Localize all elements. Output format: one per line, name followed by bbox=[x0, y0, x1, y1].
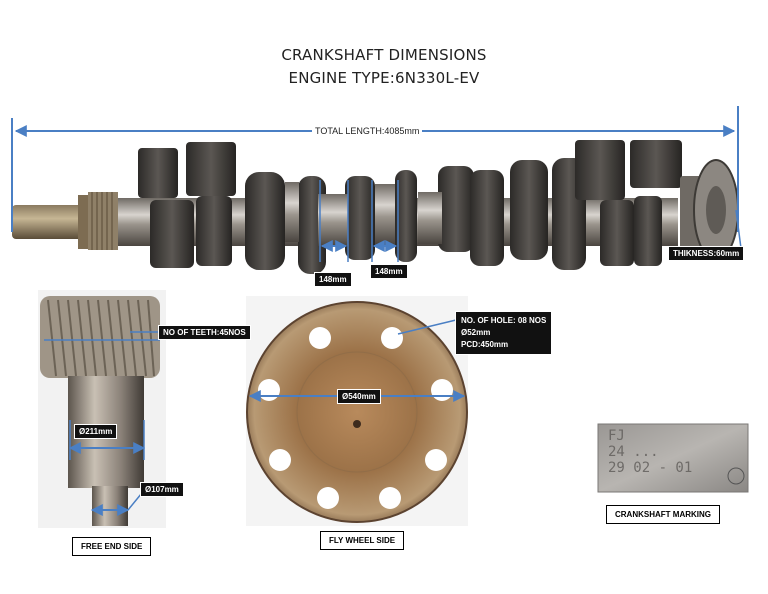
crankshaft-marking-caption: CRANKSHAFT MARKING bbox=[606, 505, 720, 524]
engine-type-subtitle: ENGINE TYPE:6N330L-EV bbox=[288, 69, 480, 87]
journal-width-label-b: 148mm bbox=[370, 264, 408, 279]
free-end-large-diameter-label: Ø211mm bbox=[74, 424, 118, 439]
crankshaft-marking-photo bbox=[597, 423, 749, 493]
gear-teeth-label: NO OF TEETH:45NOS bbox=[158, 325, 251, 340]
holes-pcd: PCD:450mm bbox=[461, 340, 509, 349]
holes-count: NO. OF HOLE: 08 NOS bbox=[461, 316, 547, 325]
page-title: CRANKSHAFT DIMENSIONS bbox=[281, 46, 487, 64]
stamp-line-3: 29 02 - 01 bbox=[608, 460, 693, 476]
total-length-label: TOTAL LENGTH:4085mm bbox=[312, 126, 423, 136]
free-end-side-caption: FREE END SIDE bbox=[72, 537, 152, 556]
journal-width-dimension-b bbox=[371, 180, 399, 262]
holes-diameter: Ø52mm bbox=[461, 328, 491, 337]
free-end-small-diameter-label: Ø107mm bbox=[140, 482, 184, 497]
flywheel-holes-label: NO. OF HOLE: 08 NOS Ø52mm PCD:450mm bbox=[455, 311, 553, 355]
journal-width-label-a: 148mm bbox=[314, 272, 352, 287]
stamp-line-2: 24 ... bbox=[608, 444, 659, 460]
journal-width-dimension-a bbox=[319, 180, 349, 262]
flywheel-diameter-label: Ø540mm bbox=[337, 389, 381, 404]
crankshaft-body bbox=[12, 140, 739, 274]
stamp-line-1: FJ bbox=[608, 428, 625, 444]
flywheel-side-caption: FLY WHEEL SIDE bbox=[320, 531, 405, 550]
flange-thickness-label: THIKNESS:60mm bbox=[668, 246, 745, 261]
flywheel-flange-photo bbox=[246, 296, 468, 526]
stamp-text: FJ 24 ... 29 02 - 01 bbox=[608, 428, 692, 476]
